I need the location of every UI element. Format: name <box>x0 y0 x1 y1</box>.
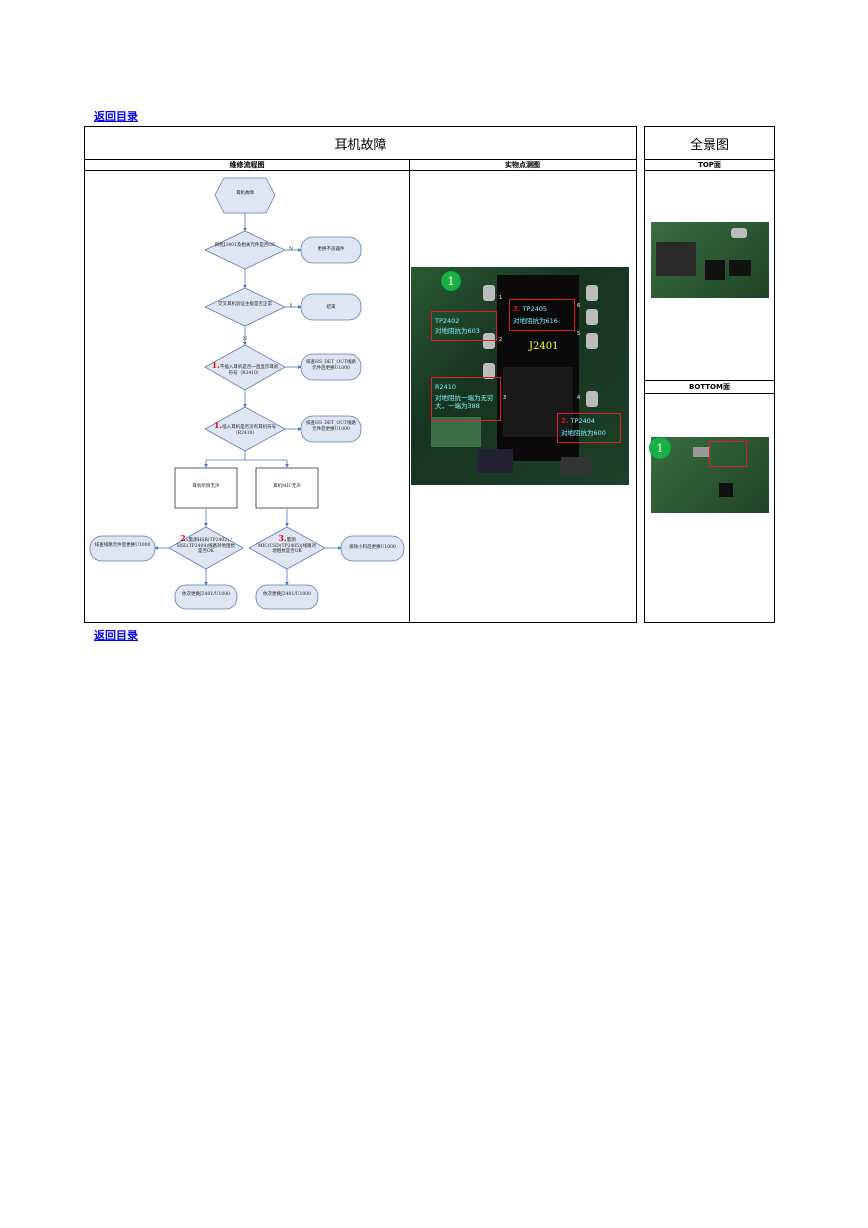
board-area <box>431 417 481 447</box>
bottom-side-header: BOTTOM面 <box>645 380 774 394</box>
flow-decision-cross-verify: 交叉耳机验证主板是否正常 <box>213 302 277 308</box>
pin-4: 4 <box>577 395 580 401</box>
soc-chip <box>705 260 725 280</box>
ic-chip <box>561 457 591 475</box>
flow-text: 插入耳机是否没有耳机符号（R2410） <box>222 425 276 436</box>
flow-no-label: N <box>241 337 249 343</box>
back-to-index-link-bottom[interactable]: 返回目录 <box>94 627 138 643</box>
step-number: 3. <box>513 305 521 313</box>
shield-pad <box>731 228 747 238</box>
step-number: 2. <box>180 533 188 543</box>
tp2405-label: 3. TP2405 <box>513 305 547 314</box>
flow-check-hs-det-2: 排查HS_DET_OUT线路元件后更换U1000 <box>305 421 357 432</box>
pin-6: 6 <box>577 303 580 309</box>
connector-label: J2401 <box>529 341 558 352</box>
tp2402-label: TP2402 <box>435 317 459 325</box>
pin-1: 1 <box>499 295 502 301</box>
r2410-label: R2410 <box>435 383 456 391</box>
ic-chip <box>477 449 513 473</box>
top-side-header: TOP面 <box>645 159 774 171</box>
column-divider <box>409 159 410 622</box>
marker-1: 1 <box>649 437 671 459</box>
flow-start: 耳机故障 <box>225 191 265 197</box>
pin-2: 2 <box>499 337 502 343</box>
fault-title: 耳机故障 <box>85 127 636 160</box>
flow-earpiece-silent: 耳机听筒无声 <box>175 484 237 490</box>
flow-check-lines: 排查线路元件后更换U1000 <box>92 543 153 549</box>
sim-tray <box>656 242 696 276</box>
flow-no-label: N <box>287 247 295 253</box>
flow-replace-j2401-2: 依次更换J2401/U1000 <box>256 592 318 598</box>
flow-exclude-parts: 排除小料后更换U1000 <box>343 545 402 551</box>
flow-check-hs-det-1: 排查HS_DET_OUT线路元件后更换U1000 <box>305 360 357 371</box>
tp2404-value: 对地阻抗为600 <box>561 429 606 437</box>
tp2404-text: TP2404 <box>571 417 595 425</box>
pin-3: 3 <box>503 395 506 401</box>
panorama-title: 全景图 <box>645 127 774 160</box>
flow-mic-silent: 耳机MIC无声 <box>256 484 318 490</box>
tp2405-text: TP2405 <box>523 305 547 313</box>
r2410-value: 对地阻抗一端为无穷大，一端为388 <box>435 394 499 410</box>
flow-replace-j2401-1: 依次更换J2401/U1000 <box>175 592 237 598</box>
pin-5: 5 <box>577 331 580 337</box>
connector-part <box>693 447 709 457</box>
solder-pad <box>586 285 598 301</box>
ic-chip <box>719 483 733 497</box>
flowchart <box>85 171 409 623</box>
flow-decision-always-symbol: 1.不插入耳机是否一直显示耳机符号（R2410） <box>211 360 279 376</box>
top-side-photo <box>651 222 769 298</box>
photo-header: 实物点测图 <box>409 159 636 171</box>
solder-pad <box>586 391 598 407</box>
flow-text: 不插入耳机是否一直显示耳机符号（R2410） <box>220 365 279 376</box>
flow-decision-mic: 3.量测MIC(CSD(TP2405))线路对地阻抗是否OK <box>258 533 316 555</box>
tp2402-value: 对地阻抗为603 <box>435 327 480 335</box>
tp2405-box <box>509 299 575 331</box>
step-number: 3. <box>278 533 286 543</box>
flowchart-header: 维修流程图 <box>85 159 409 171</box>
step-number: 1. <box>212 360 220 370</box>
back-to-index-link-top[interactable]: 返回目录 <box>94 108 138 124</box>
step-number: 2. <box>561 417 569 425</box>
tp2402-box <box>431 311 497 341</box>
pcb-photo: 1 J2401 TP2402 对地阻抗为603 3. TP2405 对地阻抗为6… <box>411 267 629 485</box>
tp2404-label: 2. TP2404 <box>561 417 595 426</box>
solder-pad <box>586 309 598 325</box>
flow-decision-visual-check: 目检J2401及相关元件是否OK <box>213 243 277 249</box>
step-number: 1. <box>214 420 222 430</box>
panorama-table: 全景图 TOP面 BOTTOM面 1 <box>644 126 775 623</box>
flow-decision-no-symbol: 1.插入耳机是否没有耳机符号（R2410） <box>213 420 277 436</box>
fault-table: 耳机故障 维修流程图 实物点测图 <box>84 126 637 623</box>
flow-end: 结束 <box>301 305 361 311</box>
flow-replace-parts: 更换不良器件 <box>301 247 361 253</box>
solder-pad <box>586 333 598 349</box>
solder-pad <box>483 285 495 301</box>
flow-yes-label: Y <box>287 304 295 310</box>
flow-text: 量测MIC(CSD(TP2405))线路对地阻抗是否OK <box>258 538 316 554</box>
tp2405-value: 对地阻抗为616 <box>513 317 558 325</box>
flow-decision-hsr-hsl: 2.量测HSR(TP2402) / HSL(TP2404)线路对地阻抗是否OK <box>177 533 235 555</box>
memory-chip <box>729 260 751 276</box>
j2401-highlight-box <box>709 441 747 467</box>
marker-1: 1 <box>441 271 461 291</box>
